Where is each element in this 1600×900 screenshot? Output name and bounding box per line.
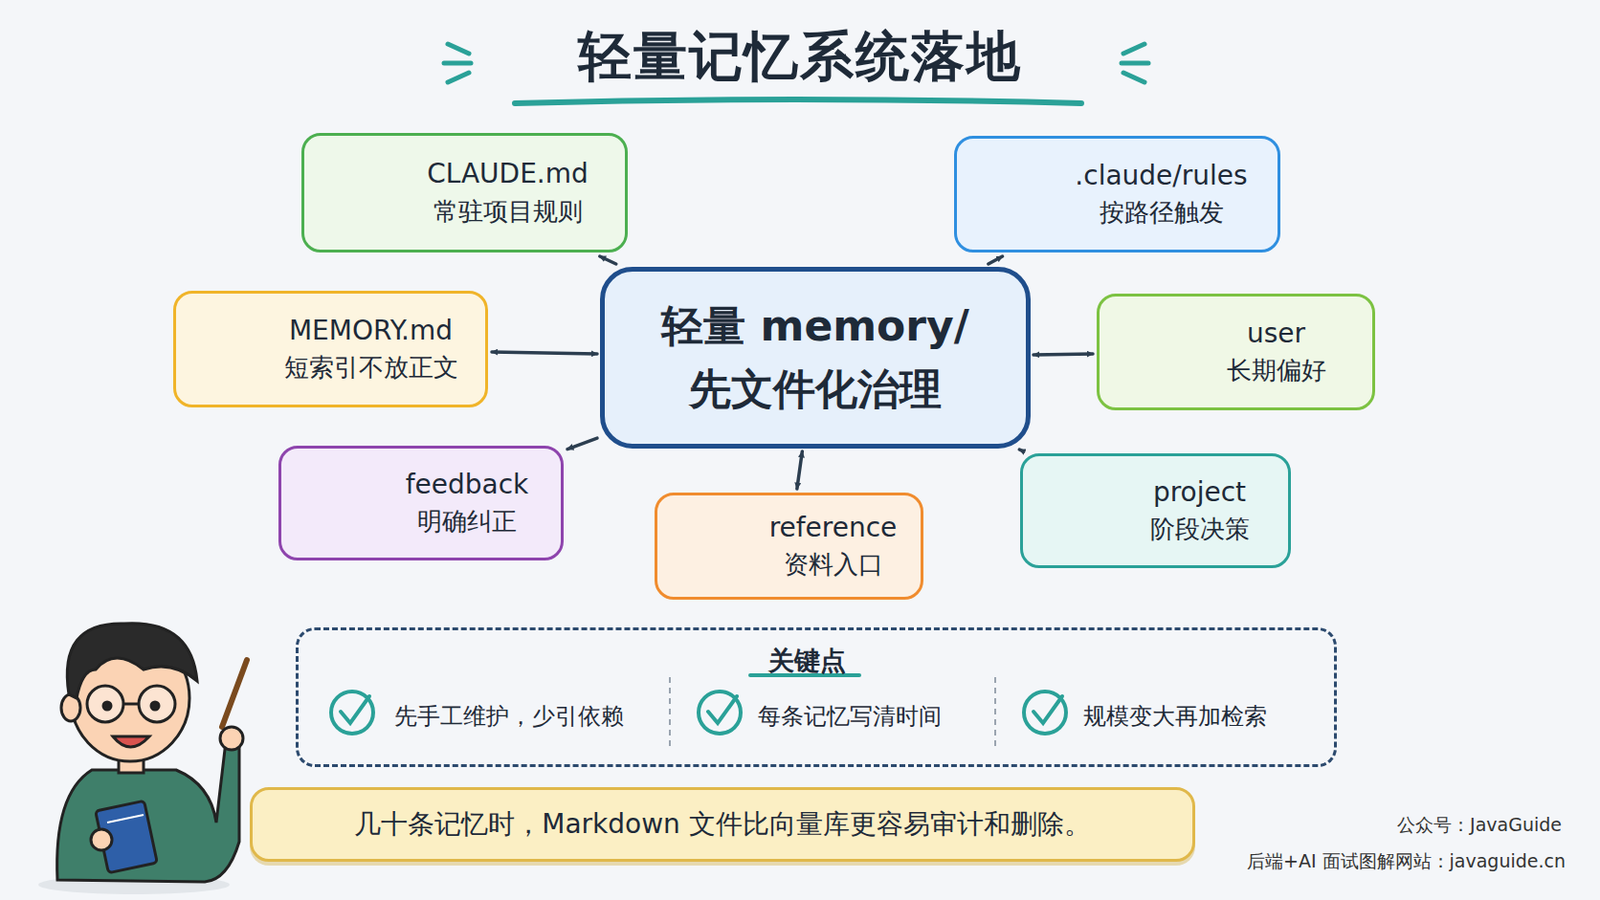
node-title: user (1246, 314, 1306, 355)
connector (1019, 449, 1023, 452)
memory-type-box: reference资料入口 (654, 492, 924, 600)
key-point: 每条记忆写清时间 (757, 701, 942, 733)
rule-box: .claude/rules按路径触发 (954, 135, 1281, 253)
connector (988, 256, 1003, 265)
node-subtitle: 短索引不放正文 (284, 350, 459, 387)
node-title: .claude/rules (1074, 156, 1247, 197)
memory-type-box: user长期偏好 (1096, 293, 1376, 411)
connector (797, 451, 802, 489)
key-point: 规模变大再加检索 (1083, 701, 1267, 733)
connector (1033, 352, 1093, 356)
memory-type-box: feedback明确纠正 (278, 445, 564, 561)
title: 轻量记忆系统落地 (0, 21, 1600, 94)
connector (491, 352, 598, 355)
node-subtitle: 明确纠正 (417, 504, 517, 541)
watermark: 后端+AI 面试图解网站：javaguide.cn (1246, 849, 1566, 875)
summary-text: 几十条记忆时，Markdown 文件比向量库更容易审计和删除。 (354, 806, 1091, 844)
node-title: feedback (405, 466, 530, 506)
memory-type-box: project阶段决策 (1020, 453, 1291, 569)
node-subtitle: 按路径触发 (1099, 195, 1224, 232)
node-subtitle: 资料入口 (783, 547, 884, 584)
section-heading: 关键点 (768, 644, 846, 679)
center-box: 轻量 memory/ 先文件化治理 (600, 266, 1031, 449)
divider (669, 677, 996, 747)
connector (600, 256, 617, 265)
watermark: 公众号：JavaGuide (1397, 813, 1562, 839)
node-subtitle: 长期偏好 (1226, 353, 1327, 390)
node-subtitle: 阶段决策 (1150, 511, 1250, 549)
center-text: 轻量 memory/ 先文件化治理 (623, 294, 1007, 422)
node-subtitle: 常驻项目规则 (433, 194, 583, 231)
node-title: MEMORY.md (288, 311, 453, 352)
node-title: project (1153, 473, 1246, 513)
connector (567, 438, 598, 449)
summary-banner: 几十条记忆时，Markdown 文件比向量库更容易审计和删除。 (249, 787, 1196, 863)
teacher-illustration (38, 623, 247, 895)
rule-box: CLAUDE.md常驻项目规则 (301, 133, 628, 253)
node-title: reference (769, 509, 898, 549)
check-icon (331, 691, 1067, 734)
key-points-box: 关键点先手工维护，少引依赖 每条记忆写清时间 规模变大再加检索 (295, 627, 1337, 768)
memory-box: MEMORY.md短索引不放正文 (173, 290, 489, 408)
key-point: 先手工维护，少引依赖 (394, 701, 624, 733)
node-title: CLAUDE.md (426, 155, 589, 195)
